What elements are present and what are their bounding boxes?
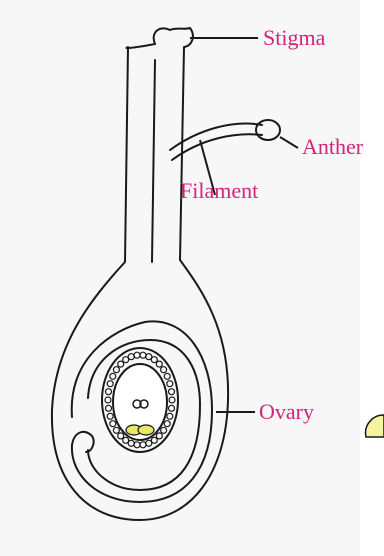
stigma-label: Stigma — [263, 27, 325, 49]
paper-background — [0, 0, 360, 556]
anther-label: Anther — [302, 136, 363, 158]
ovary-label: Ovary — [259, 401, 314, 423]
margin-background — [360, 0, 384, 556]
filament-label: Filament — [180, 180, 258, 202]
ovule — [102, 348, 178, 452]
